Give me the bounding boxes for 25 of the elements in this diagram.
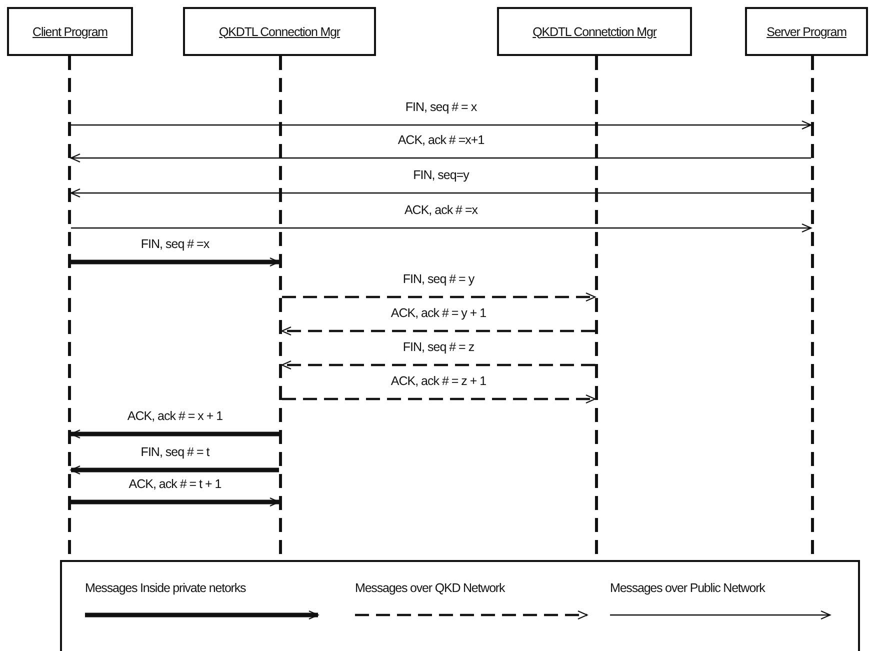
participant-name: QKDTL Connetction Mgr bbox=[532, 24, 656, 38]
message-arrow bbox=[70, 429, 279, 439]
message-label: ACK, ack # = t + 1 bbox=[126, 477, 224, 492]
participant-name: Server Program bbox=[766, 24, 846, 38]
legend-label: Messages Inside private netorks bbox=[85, 581, 246, 595]
legend-label: Messages over Public Network bbox=[610, 581, 765, 595]
participant-name: Client Program bbox=[32, 24, 108, 38]
message-arrow bbox=[281, 360, 595, 370]
message-label: ACK, ack # =x+1 bbox=[394, 133, 488, 148]
message-arrow bbox=[282, 394, 596, 404]
message-arrow bbox=[70, 153, 811, 163]
lifeline-header-box bbox=[183, 7, 376, 56]
lifeline-header-box bbox=[497, 7, 692, 56]
message-arrow bbox=[282, 292, 596, 302]
legend-label: Messages over QKD Network bbox=[355, 581, 505, 595]
message-arrow bbox=[70, 188, 811, 198]
lifeline-header-box bbox=[745, 7, 868, 56]
message-arrow bbox=[281, 326, 595, 336]
message-arrow bbox=[71, 257, 280, 267]
message-arrow bbox=[71, 223, 812, 233]
participant-name: QKDTL Connection Mgr bbox=[219, 24, 340, 38]
message-arrow bbox=[71, 497, 280, 507]
lifeline-header-box bbox=[7, 7, 133, 56]
message-arrow bbox=[71, 120, 812, 130]
message-arrow bbox=[70, 465, 279, 475]
